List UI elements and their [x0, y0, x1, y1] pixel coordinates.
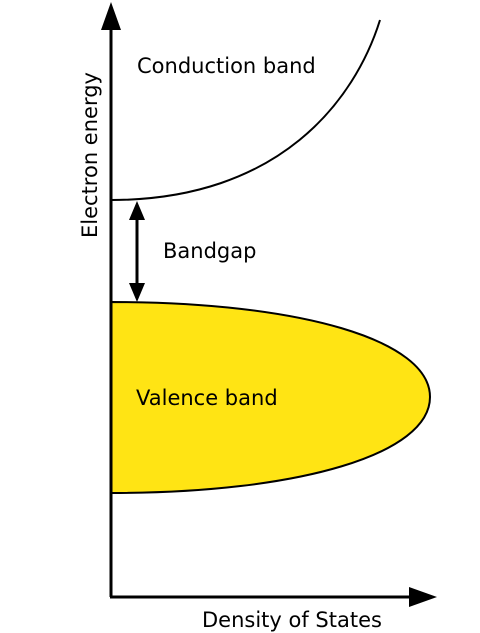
bandgap-arrowhead-top	[129, 201, 145, 220]
y-axis-arrowhead	[101, 2, 121, 30]
y-axis-label: Electron energy	[78, 72, 102, 238]
valence-band-label: Valence band	[136, 386, 278, 410]
bandgap-arrowhead-bottom	[129, 283, 145, 302]
bandgap-label: Bandgap	[163, 239, 256, 263]
x-axis-label: Density of States	[202, 608, 382, 632]
valence-band-shape	[110, 300, 432, 495]
x-axis-arrowhead	[409, 587, 437, 607]
conduction-band-label: Conduction band	[137, 54, 316, 78]
conduction-band-curve	[110, 19, 381, 201]
